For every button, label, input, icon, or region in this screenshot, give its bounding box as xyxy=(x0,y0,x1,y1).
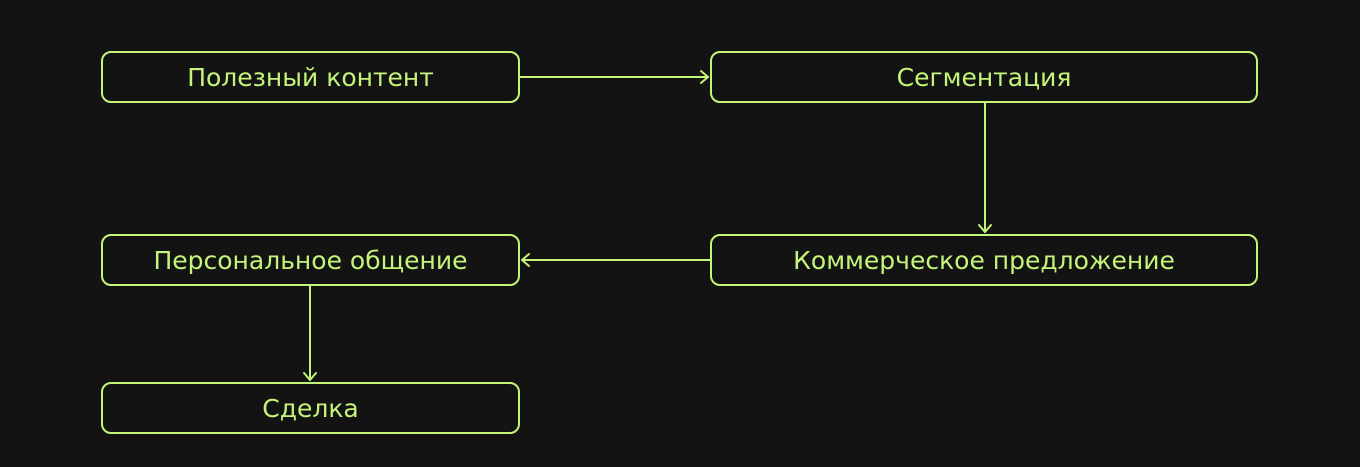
node-personal-communication: Персональное общение xyxy=(101,234,520,286)
arrow-n3-to-n4 xyxy=(521,253,711,267)
node-label: Сегментация xyxy=(896,62,1072,92)
arrow-n4-to-n5 xyxy=(303,285,317,381)
node-useful-content: Полезный контент xyxy=(101,51,520,103)
arrow-n1-to-n2 xyxy=(519,70,709,84)
arrow-n2-to-n3 xyxy=(978,102,992,233)
node-label: Полезный контент xyxy=(187,62,434,92)
node-label: Коммерческое предложение xyxy=(793,245,1175,275)
node-commercial-offer: Коммерческое предложение xyxy=(710,234,1258,286)
node-deal: Сделка xyxy=(101,382,520,434)
node-label: Персональное общение xyxy=(153,245,468,275)
node-label: Сделка xyxy=(262,393,359,423)
node-segmentation: Сегментация xyxy=(710,51,1258,103)
